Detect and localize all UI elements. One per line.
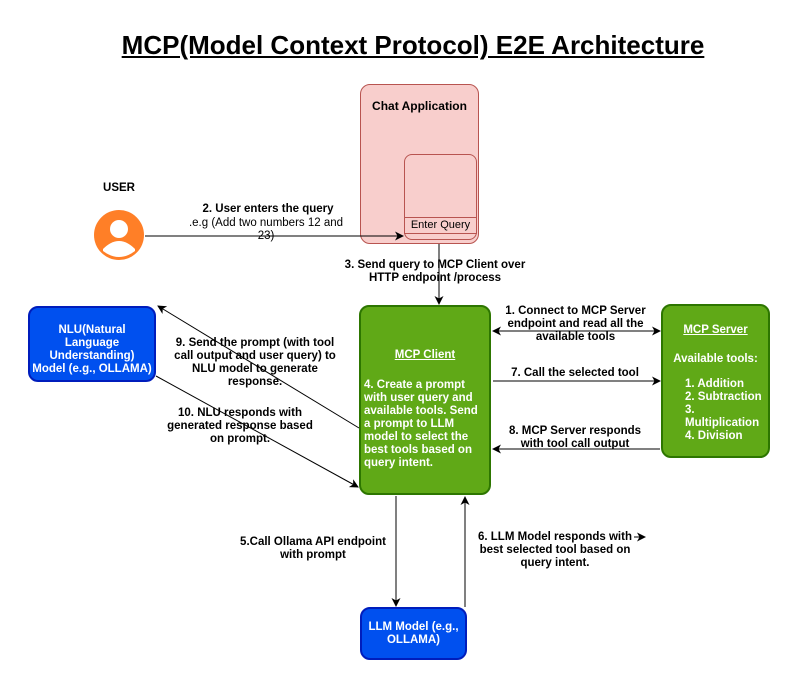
step9-label: 9. Send the prompt (with tool call outpu…: [174, 337, 336, 388]
mcp-client-description: 4. Create a prompt with user query and a…: [364, 379, 478, 469]
nlu-model-box: NLU(Natural Language Understanding) Mode…: [28, 306, 156, 382]
tool-item: 1. Addition: [685, 378, 744, 390]
mcp-client-title: MCP Client: [394, 349, 456, 361]
user-label: USER: [103, 182, 135, 194]
chat-application-label: Chat Application: [372, 99, 467, 113]
step2-example-label: .e.g (Add two numbers 12 and 23): [188, 217, 344, 242]
mcp-client-box: MCP Client 4. Create a prompt with user …: [359, 305, 491, 495]
llm-model-box: LLM Model (e.g., OLLAMA): [360, 607, 467, 660]
tool-item: 3. Multiplication: [685, 404, 760, 429]
page-title: MCP(Model Context Protocol) E2E Architec…: [121, 30, 705, 60]
user-icon: [94, 210, 144, 260]
arrow-nlu-to-client: [155, 375, 359, 488]
step3-label: 3. Send query to MCP Client over HTTP en…: [344, 259, 526, 284]
step5-label: 5.Call Ollama API endpoint with prompt: [240, 536, 386, 561]
mcp-server-tools-list: 1. Addition 2. Subtraction 3. Multiplica…: [685, 378, 768, 443]
step8-label: 8. MCP Server responds with tool call ou…: [508, 425, 642, 450]
mcp-server-box: MCP Server Available tools: 1. Addition …: [661, 304, 770, 458]
llm-model-label: LLM Model (e.g., OLLAMA): [368, 621, 459, 646]
step7-label: 7. Call the selected tool: [511, 367, 639, 379]
arrow-client-to-nlu: [157, 305, 360, 429]
mcp-server-tools-heading: Available tools:: [673, 353, 758, 365]
enter-query-box[interactable]: Enter Query: [404, 217, 477, 234]
step6-label: 6. LLM Model responds with best selected…: [478, 531, 632, 569]
step2-label: 2. User enters the query: [202, 203, 334, 215]
step1-label: 1. Connect to MCP Server endpoint and re…: [505, 305, 646, 343]
tool-item: 4. Division: [685, 430, 743, 442]
step10-label: 10. NLU responds with generated response…: [167, 407, 313, 445]
mcp-server-title: MCP Server: [683, 324, 748, 336]
tool-item: 2. Subtraction: [685, 391, 762, 403]
nlu-model-label: NLU(Natural Language Understanding) Mode…: [32, 324, 152, 375]
